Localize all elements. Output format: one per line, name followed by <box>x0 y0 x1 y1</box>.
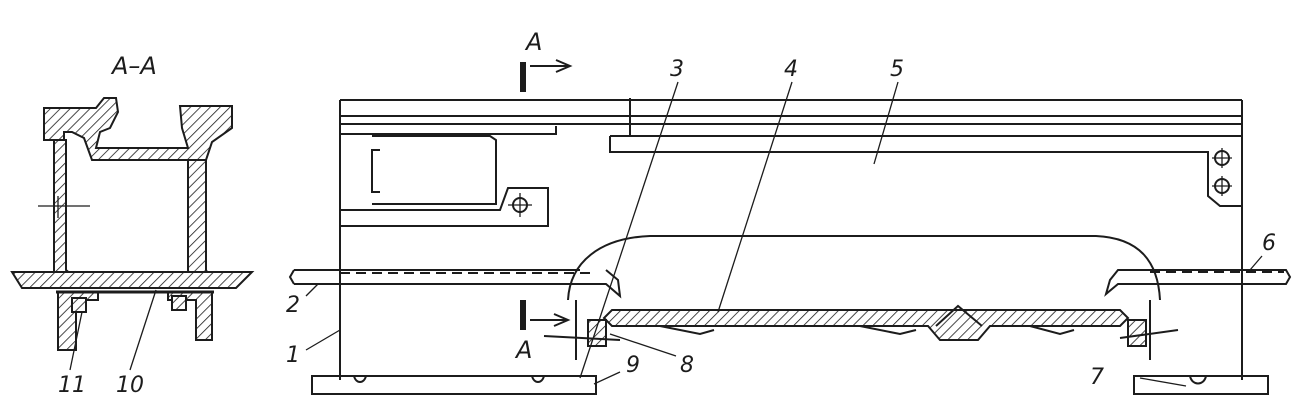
callout-9: 9 <box>626 353 640 378</box>
section-title: A–A <box>110 52 157 80</box>
callout-3: 3 <box>670 57 684 82</box>
leader-6 <box>1249 255 1263 271</box>
main-assembly-view: A A 1 2 3 4 5 6 7 8 9 <box>286 28 1292 395</box>
section-a-a-view: A–A 11 10 <box>10 52 255 398</box>
base-rail-right <box>1133 375 1269 395</box>
callout-8: 8 <box>680 353 694 378</box>
leader-2 <box>305 283 319 297</box>
leader-9 <box>593 371 621 385</box>
callout-6: 6 <box>1262 231 1276 256</box>
leader-8 <box>609 333 677 357</box>
leader-4 <box>717 81 793 313</box>
callout-5: 5 <box>890 57 904 82</box>
section-letter-top: A <box>524 28 542 56</box>
support-plate-right <box>1104 269 1292 297</box>
panel-5 <box>609 135 1242 207</box>
leader-3 <box>579 81 679 379</box>
leader-5 <box>873 81 899 165</box>
callout-4: 4 <box>784 57 798 82</box>
callout-7: 7 <box>1090 365 1104 390</box>
section-letter-bottom: A <box>514 336 532 364</box>
callout-2: 2 <box>286 293 300 318</box>
leader-1 <box>305 329 341 351</box>
section-mark-bottom <box>520 300 526 330</box>
section-rail-profile <box>43 97 233 161</box>
leader-7 <box>1139 377 1187 387</box>
section-bolt-right <box>171 295 187 311</box>
section-bolt-left <box>71 297 87 313</box>
callout-10: 10 <box>116 373 144 398</box>
section-right-wall <box>187 159 214 283</box>
leader-10 <box>129 289 157 371</box>
section-mark-top <box>520 62 526 92</box>
panel-4 <box>602 309 1130 341</box>
clamp-right <box>1127 319 1147 347</box>
callout-1: 1 <box>286 343 300 368</box>
callout-11: 11 <box>58 373 86 398</box>
arched-cover <box>567 235 1161 301</box>
clamp-left <box>587 319 607 347</box>
inner-recess <box>340 126 557 227</box>
section-floor-flange <box>10 271 255 289</box>
leader-11 <box>69 311 83 371</box>
base-rail-left <box>311 375 597 395</box>
